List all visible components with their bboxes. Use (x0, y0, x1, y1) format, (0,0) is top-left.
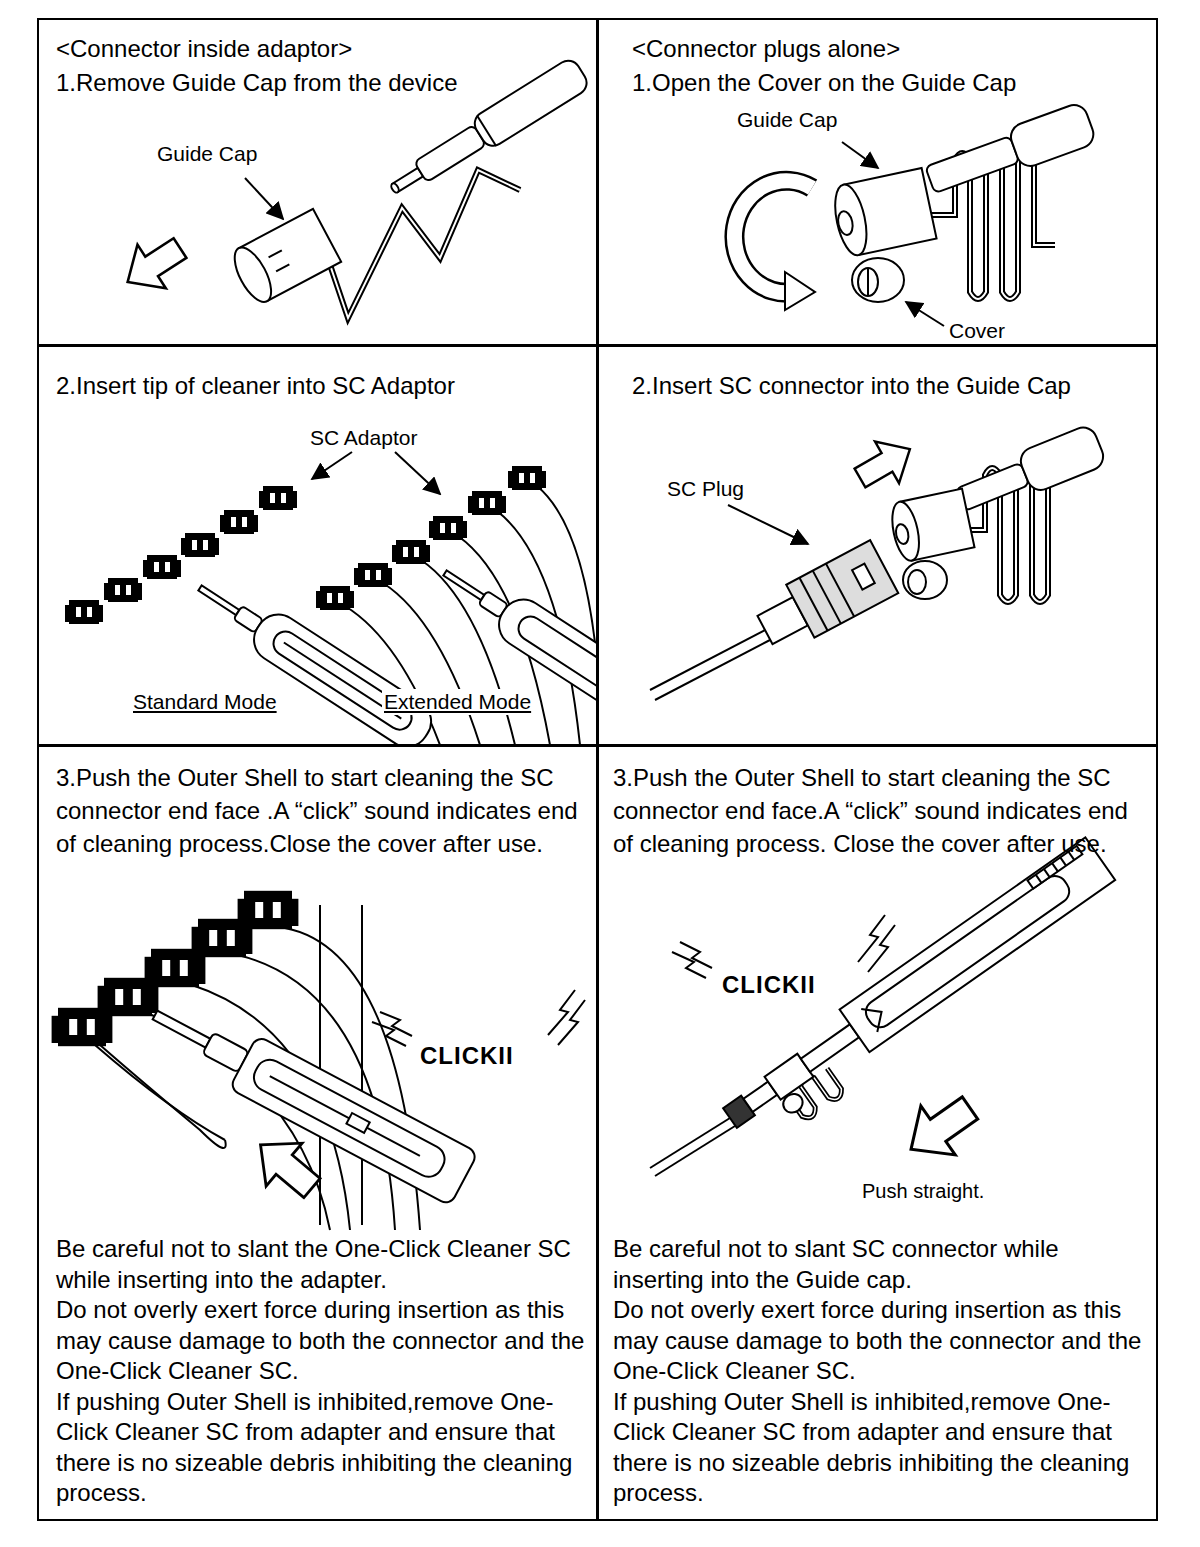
caution-notes: Be careful not to slant the One-Click Cl… (56, 1234, 592, 1509)
step-heading: <Connector inside adaptor> (56, 32, 590, 65)
instruction-panel: <Connector plugs alone>1.Open the Cover … (597, 18, 1158, 346)
instruction-panel: 3.Push the Outer Shell to start cleaning… (597, 745, 1158, 1521)
heading-block: 1.Remove Guide Cap from the device (56, 66, 590, 99)
caution-note: Do not overly exert force during inserti… (613, 1295, 1152, 1387)
heading-block: <Connector inside adaptor> (56, 32, 590, 65)
caution-notes: Be careful not to slant SC connector whi… (613, 1234, 1152, 1509)
caution-note: Do not overly exert force during inserti… (56, 1295, 592, 1387)
part-label: SC Adaptor (308, 425, 419, 451)
instruction-panel: 2.Insert tip of cleaner into SC Adaptor (37, 345, 598, 746)
heading-block: 2.Insert SC connector into the Guide Cap (632, 369, 1150, 402)
heading-block: 3.Push the Outer Shell to start cleaning… (613, 761, 1150, 860)
step-heading: 1.Remove Guide Cap from the device (56, 66, 590, 99)
caution-note: Be careful not to slant SC connector whi… (613, 1234, 1152, 1295)
part-label: Extended Mode (382, 689, 533, 715)
step-heading: 1.Open the Cover on the Guide Cap (632, 66, 1150, 99)
instruction-panel: <Connector inside adaptor>1.Remove Guide… (37, 18, 598, 346)
part-label: SC Plug (665, 476, 746, 502)
step-heading: 3.Push the Outer Shell to start cleaning… (56, 761, 590, 860)
caution-note: If pushing Outer Shell is inhibited,remo… (613, 1387, 1152, 1509)
instruction-panel: 2.Insert SC connector into the Guide Cap (597, 345, 1158, 746)
caution-note: If pushing Outer Shell is inhibited,remo… (56, 1387, 592, 1509)
heading-block: 2.Insert tip of cleaner into SC Adaptor (56, 369, 590, 402)
part-label: Cover (947, 318, 1007, 344)
part-label: Guide Cap (735, 107, 839, 133)
step-heading: <Connector plugs alone> (632, 32, 1150, 65)
heading-block: <Connector plugs alone> (632, 32, 1150, 65)
caution-note: Be careful not to slant the One-Click Cl… (56, 1234, 592, 1295)
part-label: Push straight. (860, 1178, 986, 1204)
heading-block: 1.Open the Cover on the Guide Cap (632, 66, 1150, 99)
heading-block: 3.Push the Outer Shell to start cleaning… (56, 761, 590, 860)
step-heading: 2.Insert SC connector into the Guide Cap (632, 369, 1150, 402)
instruction-panel: 3.Push the Outer Shell to start cleaning… (37, 745, 598, 1521)
sound-effect: CLICKII (720, 972, 818, 998)
sound-effect: CLICKII (418, 1043, 516, 1069)
step-heading: 2.Insert tip of cleaner into SC Adaptor (56, 369, 590, 402)
part-label: Guide Cap (155, 141, 259, 167)
step-heading: 3.Push the Outer Shell to start cleaning… (613, 761, 1150, 860)
part-label: Standard Mode (131, 689, 279, 715)
